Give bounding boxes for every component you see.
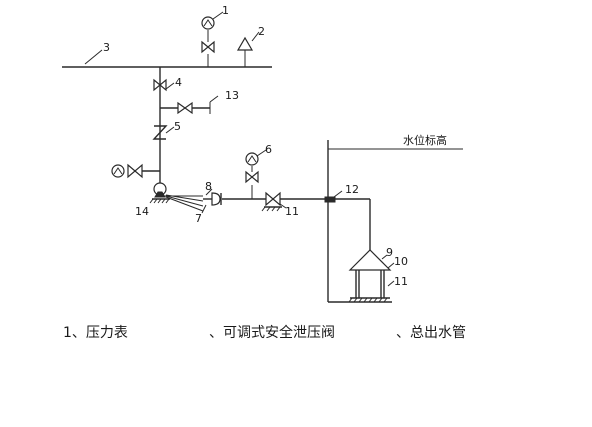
callout-12: 12 bbox=[345, 183, 359, 196]
suction-bell bbox=[348, 249, 392, 271]
gate-valve-4 bbox=[153, 78, 167, 92]
callout-7: 7 bbox=[195, 212, 202, 225]
callout-14: 14 bbox=[135, 205, 149, 218]
callout-4: 4 bbox=[175, 76, 182, 89]
flexible-joint-7 bbox=[211, 192, 222, 206]
water-level-label: 水位标高 bbox=[403, 133, 447, 147]
callout-3: 3 bbox=[103, 41, 110, 54]
pressure-gauge-1 bbox=[201, 16, 215, 67]
callout-5: 5 bbox=[174, 120, 181, 133]
gate-valve-13 bbox=[177, 101, 193, 115]
gauge-valve-left bbox=[127, 163, 143, 179]
callout-8: 8 bbox=[205, 180, 212, 193]
callout-6: 6 bbox=[265, 143, 272, 156]
callout-11: 11 bbox=[285, 205, 299, 218]
callout-10: 10 bbox=[394, 255, 408, 268]
pressure-gauge-left bbox=[111, 164, 125, 178]
check-valve-5 bbox=[152, 125, 168, 140]
callout-9: 9 bbox=[386, 246, 393, 259]
callout-2: 2 bbox=[258, 25, 265, 38]
pressure-gauge-6 bbox=[245, 152, 259, 199]
callout-11b: 11 bbox=[394, 275, 408, 288]
callout-1: 1 bbox=[222, 4, 229, 17]
gate-valve-11 bbox=[265, 191, 281, 207]
air-release-valve bbox=[236, 36, 254, 67]
callout-13: 13 bbox=[225, 89, 239, 102]
legend-item-3: 、总出水管 bbox=[396, 325, 466, 341]
legend-item-1: 1、压力表 bbox=[63, 325, 128, 341]
legend-item-2: 、可调式安全泄压阀 bbox=[209, 324, 335, 341]
wall-sleeve-12 bbox=[324, 196, 336, 203]
